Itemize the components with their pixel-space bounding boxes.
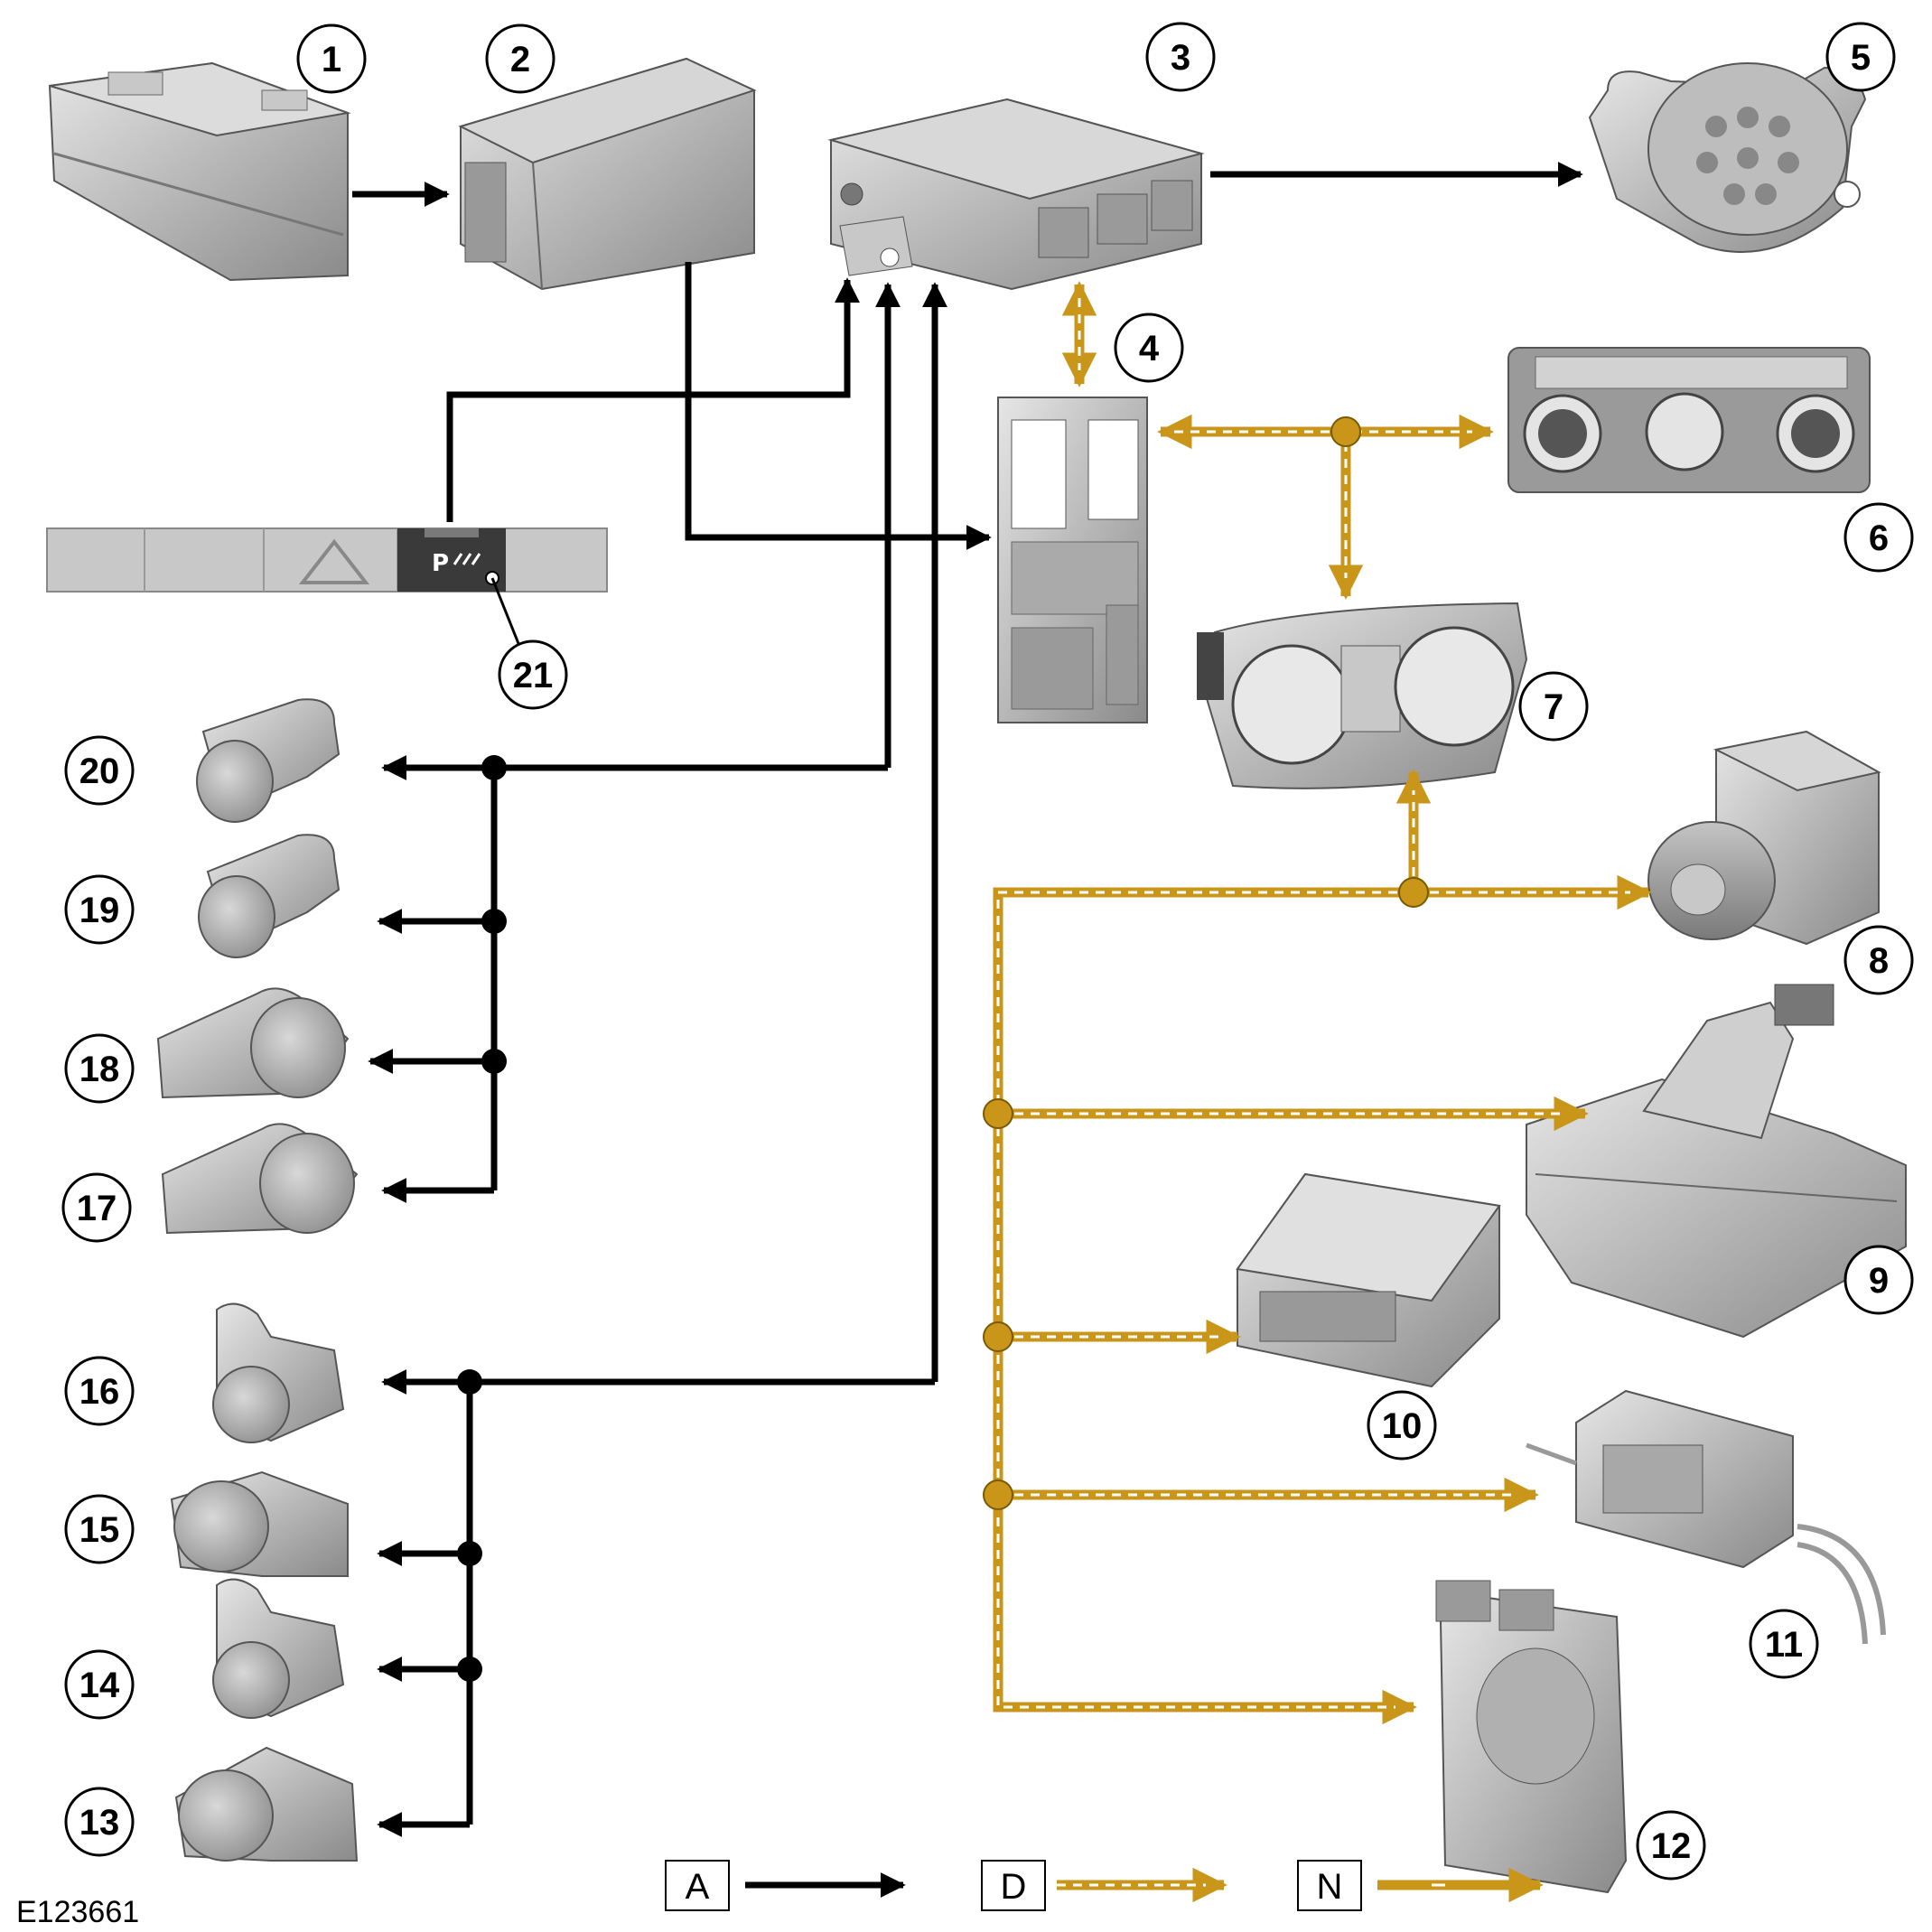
sensor-15-component — [170, 1470, 349, 1577]
svg-text:13: 13 — [79, 1803, 120, 1843]
callout-9: 9 — [1843, 1245, 1914, 1315]
switch-pack-component: P — [46, 527, 608, 593]
callout-6: 6 — [1843, 502, 1914, 573]
callout-15: 15 — [64, 1494, 135, 1564]
callout-2: 2 — [485, 23, 555, 94]
callout-1: 1 — [296, 23, 367, 94]
instrument-cluster-component — [1197, 602, 1528, 789]
svg-text:1: 1 — [322, 40, 341, 79]
sensor-13-component — [174, 1746, 359, 1862]
callout-4: 4 — [1114, 313, 1184, 383]
callout-13: 13 — [64, 1787, 135, 1857]
svg-text:D: D — [1001, 1867, 1027, 1907]
callout-12: 12 — [1636, 1810, 1706, 1881]
svg-text:A: A — [686, 1867, 710, 1907]
audible-warning-sounder-component — [1588, 62, 1867, 253]
svg-text:20: 20 — [79, 751, 120, 791]
svg-text:11: 11 — [1765, 1625, 1803, 1665]
svg-text:17: 17 — [77, 1189, 117, 1228]
abs-module-component — [1647, 730, 1881, 946]
svg-text:3: 3 — [1171, 38, 1190, 78]
parking-aid-module-component — [827, 98, 1205, 291]
callout-10: 10 — [1367, 1390, 1437, 1461]
sensor-16-component — [212, 1302, 345, 1443]
sensor-18-component — [156, 987, 350, 1099]
sensor-20-component — [196, 698, 341, 823]
svg-text:18: 18 — [79, 1050, 120, 1089]
callout-21: 21 — [490, 577, 568, 710]
legend-ms-can: N — [1297, 1860, 1544, 1911]
svg-text:6: 6 — [1869, 518, 1889, 558]
sensor-17-component — [161, 1123, 359, 1235]
legend-hardwired: A — [665, 1860, 906, 1911]
central-junction-box-component — [997, 397, 1148, 723]
callout-16: 16 — [64, 1356, 135, 1426]
parking-switch-label: P — [432, 550, 449, 577]
callout-11: 11 — [1749, 1609, 1819, 1679]
svg-text:19: 19 — [79, 891, 120, 930]
svg-text:N: N — [1317, 1867, 1343, 1907]
svg-text:5: 5 — [1851, 38, 1871, 78]
callout-14: 14 — [64, 1649, 135, 1720]
callout-8: 8 — [1843, 925, 1914, 995]
callout-19: 19 — [64, 874, 135, 945]
sensor-14-component — [212, 1578, 345, 1719]
callout-18: 18 — [64, 1033, 135, 1104]
wire-junction-dots — [457, 755, 507, 1682]
svg-text:8: 8 — [1869, 941, 1889, 981]
svg-text:7: 7 — [1544, 687, 1563, 727]
control-module-10-component — [1236, 1172, 1501, 1388]
battery-component — [48, 61, 351, 282]
battery-junction-box-component — [458, 57, 757, 291]
svg-text:21: 21 — [513, 656, 554, 695]
can-bus-connections — [993, 281, 1652, 1725]
can-junction-dots — [983, 416, 1429, 1510]
control-module-11-component — [1526, 1389, 1886, 1645]
svg-text:15: 15 — [79, 1510, 120, 1550]
callout-7: 7 — [1518, 671, 1589, 742]
transmission-control-component — [1526, 984, 1907, 1339]
svg-text:12: 12 — [1651, 1826, 1692, 1866]
hardwired-connections — [352, 162, 1583, 1837]
wire-bjb-to-cjb — [685, 262, 992, 550]
svg-text:10: 10 — [1382, 1406, 1423, 1446]
svg-text:9: 9 — [1869, 1261, 1889, 1301]
callout-3: 3 — [1145, 22, 1216, 92]
svg-text:2: 2 — [510, 40, 530, 79]
climate-control-panel-component — [1507, 347, 1871, 493]
figure-reference: E123661 — [16, 1895, 139, 1929]
svg-text:16: 16 — [79, 1372, 120, 1412]
legend-ds-can: D — [981, 1860, 1227, 1911]
svg-text:14: 14 — [79, 1666, 120, 1705]
callout-17: 17 — [61, 1172, 132, 1243]
callout-5: 5 — [1825, 22, 1896, 92]
sensor-19-component — [198, 834, 341, 958]
callout-20: 20 — [64, 735, 135, 806]
engine-control-module-component — [1435, 1580, 1628, 1894]
wire-switch-to-module — [446, 277, 860, 522]
svg-text:4: 4 — [1139, 329, 1160, 369]
